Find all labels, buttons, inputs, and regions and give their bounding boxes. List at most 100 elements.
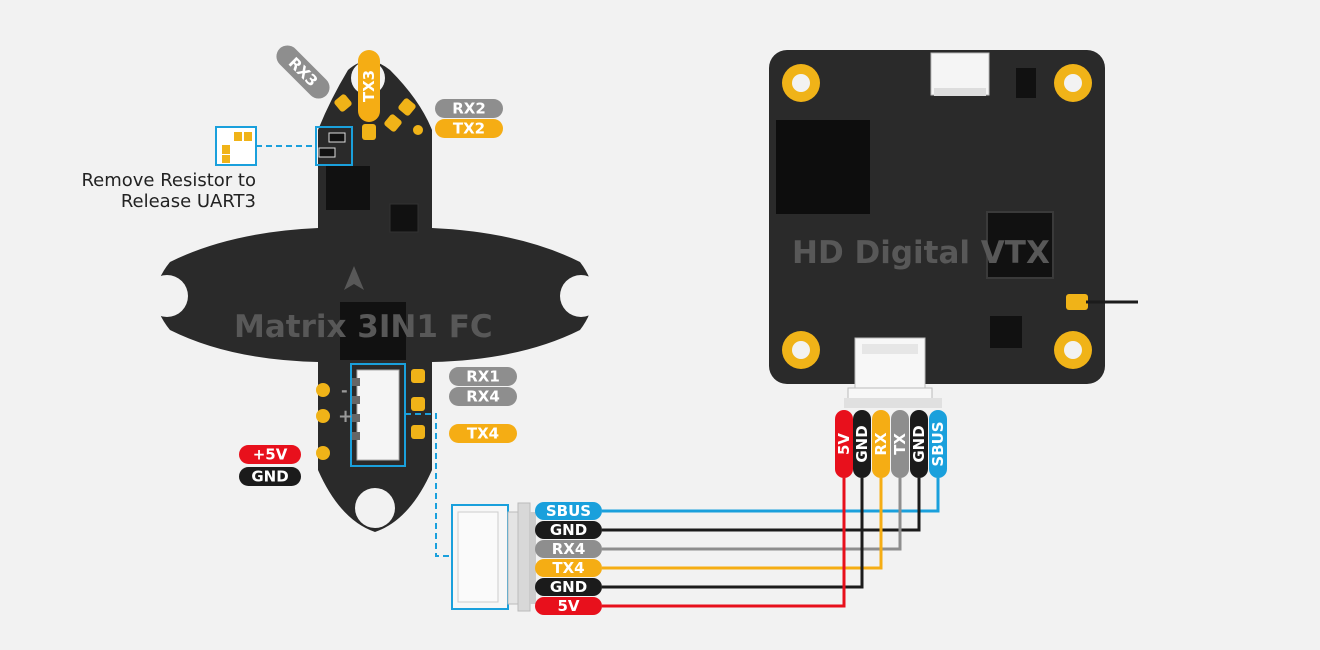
- vtx-board: HD Digital VTX: [769, 50, 1138, 384]
- connector-pins: SBUS GND RX4 TX4 GND 5V: [535, 502, 602, 615]
- label-rx2: RX2: [435, 99, 503, 118]
- fc-mount-hole-right: [560, 275, 602, 317]
- fc-connector-pin-4: [352, 432, 360, 440]
- pad-rx1: [411, 369, 425, 383]
- svg-text:SBUS: SBUS: [929, 421, 947, 466]
- label-tx4: TX4: [449, 424, 517, 443]
- svg-text:RX1: RX1: [466, 368, 500, 386]
- label-rx4: RX4: [449, 387, 517, 406]
- label-plus5v: +5V: [239, 445, 301, 464]
- fc-mount-hole-left: [146, 275, 188, 317]
- fc-connector: [356, 369, 400, 461]
- fc-chip-center: [340, 302, 406, 360]
- pad-tx2: [384, 114, 402, 132]
- vtx-pin-gnd-2: GND: [910, 410, 928, 478]
- resistor-bottom: [318, 147, 336, 158]
- callout-lines: [256, 145, 452, 557]
- pad-rx3: [334, 94, 352, 112]
- svg-text:RX4: RX4: [466, 388, 500, 406]
- fc-board: Matrix 3IN1 FC - +: [146, 61, 602, 532]
- wires: [602, 478, 940, 608]
- fc-connector-pin-1: [352, 378, 360, 386]
- svg-text:5V: 5V: [835, 433, 853, 455]
- note-line-2: Release UART3: [121, 191, 256, 212]
- label-rx3: RX3: [276, 45, 330, 99]
- plus-sign: +: [338, 406, 353, 427]
- svg-text:GND: GND: [910, 425, 928, 462]
- connector-pin-sbus: SBUS: [535, 502, 602, 520]
- wire-tx4: [602, 478, 883, 570]
- label-tx2: TX2: [435, 119, 503, 138]
- vtx-board-body: [769, 50, 1105, 384]
- connector-pin-gnd-2: GND: [535, 578, 602, 596]
- wire-5v: [602, 478, 846, 608]
- connector-pin-gnd-1: GND: [535, 521, 602, 539]
- fc-connector-pin-2: [352, 396, 360, 404]
- vtx-chip-soc: [986, 211, 1054, 279]
- pad-rx2: [398, 98, 416, 116]
- direction-arrow-icon: [344, 266, 364, 290]
- vtx-pin-5v: 5V: [835, 410, 853, 478]
- wire-gnd-1: [602, 478, 921, 532]
- pad-tx3: [362, 124, 376, 140]
- svg-text:TX4: TX4: [467, 425, 499, 443]
- vtx-hole-bl-inner: [792, 341, 810, 359]
- pad-tx4: [411, 425, 425, 439]
- pad-power-plus: [316, 409, 330, 423]
- wire-sbus: [602, 478, 940, 513]
- fc-connector-pin-3: [352, 414, 360, 422]
- fc-chip-small: [389, 203, 419, 233]
- svg-text:RX4: RX4: [552, 540, 586, 558]
- vtx-hole-tl-inner: [792, 74, 810, 92]
- label-rx1: RX1: [449, 367, 517, 386]
- pad-rx4: [411, 397, 425, 411]
- svg-text:TX4: TX4: [552, 559, 584, 577]
- svg-text:+5V: +5V: [253, 446, 288, 464]
- svg-text:5V: 5V: [557, 597, 579, 615]
- svg-text:TX2: TX2: [453, 120, 485, 138]
- vtx-pin-gnd-1: GND: [853, 410, 871, 478]
- pad-power-minus: [316, 383, 330, 397]
- resistor-zoom-icon: [215, 126, 257, 166]
- vtx-pin-sbus: SBUS: [929, 410, 947, 478]
- fc-title: Matrix 3IN1 FC: [234, 309, 493, 345]
- fc-mount-hole-bottom: [355, 488, 395, 528]
- svg-text:GND: GND: [251, 468, 288, 486]
- vtx-chip-large: [776, 120, 870, 214]
- vtx-bottom-connector: [844, 337, 942, 408]
- vtx-antenna-pad: [1066, 294, 1088, 310]
- pad-small: [413, 125, 423, 135]
- connector-pin-rx4: RX4: [535, 540, 602, 558]
- label-gnd: GND: [239, 467, 301, 486]
- loose-connector: [451, 502, 536, 612]
- svg-text:GND: GND: [550, 521, 587, 539]
- svg-text:TX3: TX3: [360, 70, 378, 102]
- vtx-pin-tx: TX: [891, 410, 909, 478]
- svg-text:RX: RX: [872, 432, 890, 456]
- svg-text:GND: GND: [853, 425, 871, 462]
- vtx-chip-bottom: [990, 316, 1022, 348]
- resistor-highlight: [315, 126, 353, 166]
- vtx-top-connector-base: [934, 88, 986, 96]
- svg-text:TX: TX: [891, 433, 909, 455]
- label-tx3: TX3: [358, 50, 380, 122]
- connector-callout-line: [405, 413, 452, 557]
- fc-board-shape: [156, 61, 593, 532]
- svg-text:SBUS: SBUS: [546, 502, 591, 520]
- minus-sign: -: [341, 381, 348, 400]
- svg-text:GND: GND: [550, 578, 587, 596]
- vtx-chip-small-top: [1016, 68, 1036, 98]
- vtx-title: HD Digital VTX: [792, 235, 1050, 271]
- svg-text:RX2: RX2: [452, 100, 486, 118]
- vtx-pin-rx: RX: [872, 410, 890, 478]
- vtx-hole-tr-inner: [1064, 74, 1082, 92]
- wire-rx4: [602, 478, 902, 551]
- pad-power-extra: [316, 446, 330, 460]
- fc-chip-large: [326, 166, 370, 210]
- vtx-pins: 5V GND RX TX GND SBUS: [835, 410, 947, 478]
- resistor-top: [328, 132, 346, 143]
- note-line-1: Remove Resistor to: [81, 170, 256, 191]
- connector-pin-tx4: TX4: [535, 559, 602, 577]
- vtx-hole-br-inner: [1064, 341, 1082, 359]
